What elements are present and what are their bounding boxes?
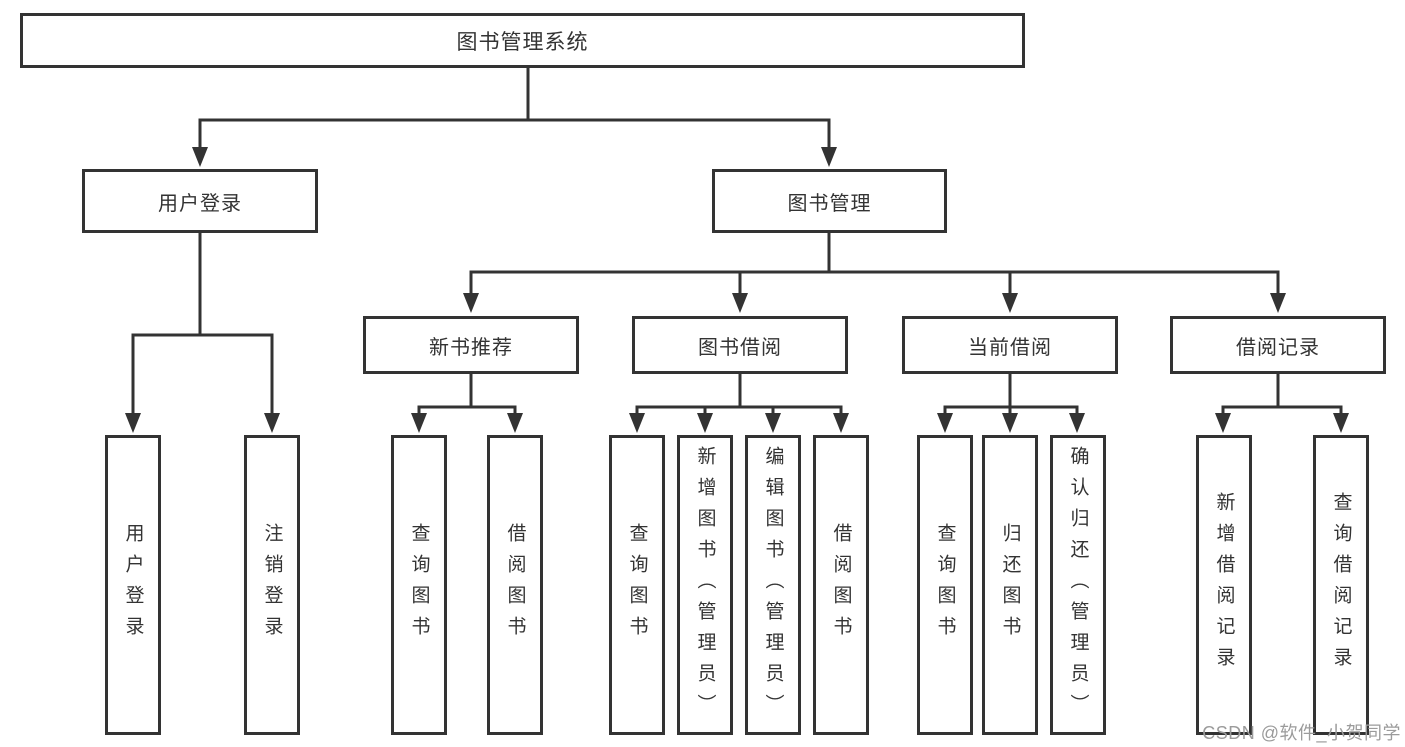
node-new-book-recommend-label: 新书推荐	[429, 336, 513, 359]
node-book-management-module-label: 图书管理	[787, 192, 872, 215]
node-leaf-query-borrow-record: 查询借阅记录	[1313, 435, 1369, 735]
node-new-book-recommend: 新书推荐	[363, 316, 579, 374]
node-leaf-query-books-recommend: 查询图书	[391, 435, 447, 735]
node-leaf-user-login: 用户登录	[105, 435, 161, 735]
node-borrow-records-label: 借阅记录	[1236, 336, 1320, 359]
node-book-management-module: 图书管理	[712, 169, 947, 233]
node-leaf-edit-books-admin-label: 编辑图书（管理员）	[762, 445, 784, 725]
watermark: CSDN @软件_小贺同学	[1202, 723, 1401, 743]
node-leaf-query-books-recommend-label: 查询图书	[408, 523, 430, 647]
node-leaf-return-books-label: 归还图书	[999, 523, 1021, 647]
node-leaf-query-books-current: 查询图书	[917, 435, 973, 735]
node-current-borrow-label: 当前借阅	[968, 336, 1052, 359]
node-user-login-module: 用户登录	[82, 169, 318, 233]
node-leaf-logout-label: 注销登录	[261, 523, 283, 647]
node-leaf-add-books-admin: 新增图书（管理员）	[677, 435, 733, 735]
node-system-root-label: 图书管理系统	[456, 30, 589, 54]
node-leaf-confirm-return-admin-label: 确认归还（管理员）	[1067, 445, 1089, 725]
node-user-login-module-label: 用户登录	[158, 192, 242, 215]
node-borrow-records: 借阅记录	[1170, 316, 1386, 374]
node-leaf-borrow-books: 借阅图书	[813, 435, 869, 735]
node-leaf-logout: 注销登录	[244, 435, 300, 735]
node-leaf-user-login-label: 用户登录	[122, 523, 144, 647]
node-leaf-query-books-borrow-label: 查询图书	[626, 523, 648, 647]
node-leaf-confirm-return-admin: 确认归还（管理员）	[1050, 435, 1106, 735]
node-book-borrow-label: 图书借阅	[698, 336, 782, 359]
node-leaf-edit-books-admin: 编辑图书（管理员）	[745, 435, 801, 735]
node-leaf-borrow-books-label: 借阅图书	[830, 523, 852, 647]
connector-edges	[131, 68, 1343, 417]
node-leaf-query-books-borrow: 查询图书	[609, 435, 665, 735]
node-system-root: 图书管理系统	[20, 13, 1025, 68]
node-book-borrow: 图书借阅	[632, 316, 848, 374]
node-leaf-return-books: 归还图书	[982, 435, 1038, 735]
node-leaf-add-books-admin-label: 新增图书（管理员）	[694, 445, 716, 725]
node-leaf-add-borrow-record: 新增借阅记录	[1196, 435, 1252, 735]
node-leaf-add-borrow-record-label: 新增借阅记录	[1213, 492, 1235, 678]
node-current-borrow: 当前借阅	[902, 316, 1118, 374]
node-leaf-query-borrow-record-label: 查询借阅记录	[1330, 492, 1352, 678]
node-leaf-query-books-current-label: 查询图书	[934, 523, 956, 647]
node-leaf-borrow-books-recommend-label: 借阅图书	[504, 523, 526, 647]
node-leaf-borrow-books-recommend: 借阅图书	[487, 435, 543, 735]
